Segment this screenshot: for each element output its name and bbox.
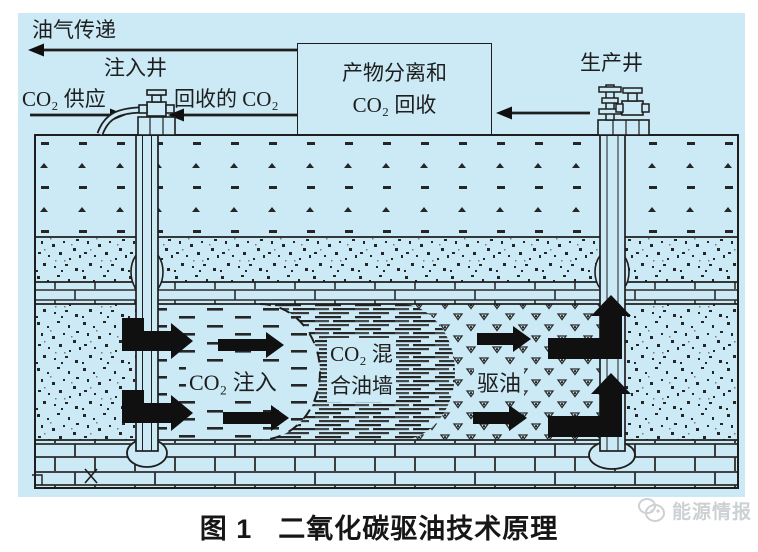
label-mixed-oil-wall-line2: 合油墙 [330, 374, 393, 398]
production-arrowhead [496, 106, 512, 120]
layer-caprock [36, 282, 737, 304]
figure-title: 二氧化碳驱油技术原理 [278, 514, 559, 544]
injection-wellbore [126, 134, 168, 468]
figure-number: 图 1 [199, 514, 253, 544]
flow-arrow-injection-top [122, 318, 193, 359]
label-recovered-co2: 回收的 CO₂ [174, 87, 279, 111]
flow-arrow-mid-bottom [223, 405, 289, 431]
label-displace-oil: 驱油 [474, 366, 525, 398]
label-oil-gas-transfer: 油气传递 [32, 18, 116, 42]
recovered-co2-arrowhead [168, 108, 184, 122]
survey-x-mark [84, 468, 98, 484]
flow-arrow-drive-top [477, 326, 531, 352]
oil-gas-transfer-arrowhead [28, 43, 44, 57]
reservoir-right-rock [625, 304, 737, 440]
cross-section-border [34, 134, 739, 489]
watermark-logo-icon [637, 498, 665, 522]
flow-arrow-production-top [548, 295, 631, 359]
label-mixed-oil-wall-line1: CO₂ 混 [330, 342, 393, 366]
separator-recovery-box: 产物分离和 CO₂ 回收 [297, 43, 492, 135]
flow-arrow-production-bottom [548, 373, 631, 437]
label-production-well: 生产井 [580, 51, 643, 75]
watermark: 能源情报 [637, 496, 752, 524]
flow-arrow-injection-bottom [122, 390, 193, 431]
separator-box-line1: 产物分离和 [342, 61, 447, 85]
figure-caption: 图 1 二氧化碳驱油技术原理 [0, 507, 758, 546]
label-co2-injection-zone: CO₂ 注入 [186, 365, 280, 397]
production-wellhead-icon [597, 84, 650, 136]
label-co2-supply: CO₂ 供应 [22, 87, 106, 111]
label-injection-well: 注入井 [104, 56, 167, 80]
injection-wellhead-icon [96, 89, 176, 136]
flow-arrow-drive-bottom [473, 405, 527, 431]
separator-box-line2: CO₂ 回收 [352, 93, 437, 117]
reservoir-left-rock [36, 304, 136, 440]
label-mixed-oil-wall: CO₂ 混 合油墙 [327, 338, 396, 402]
flow-arrow-mid-top [218, 332, 284, 358]
injection-front-boundary [259, 303, 322, 441]
watermark-text: 能源情报 [671, 501, 752, 523]
